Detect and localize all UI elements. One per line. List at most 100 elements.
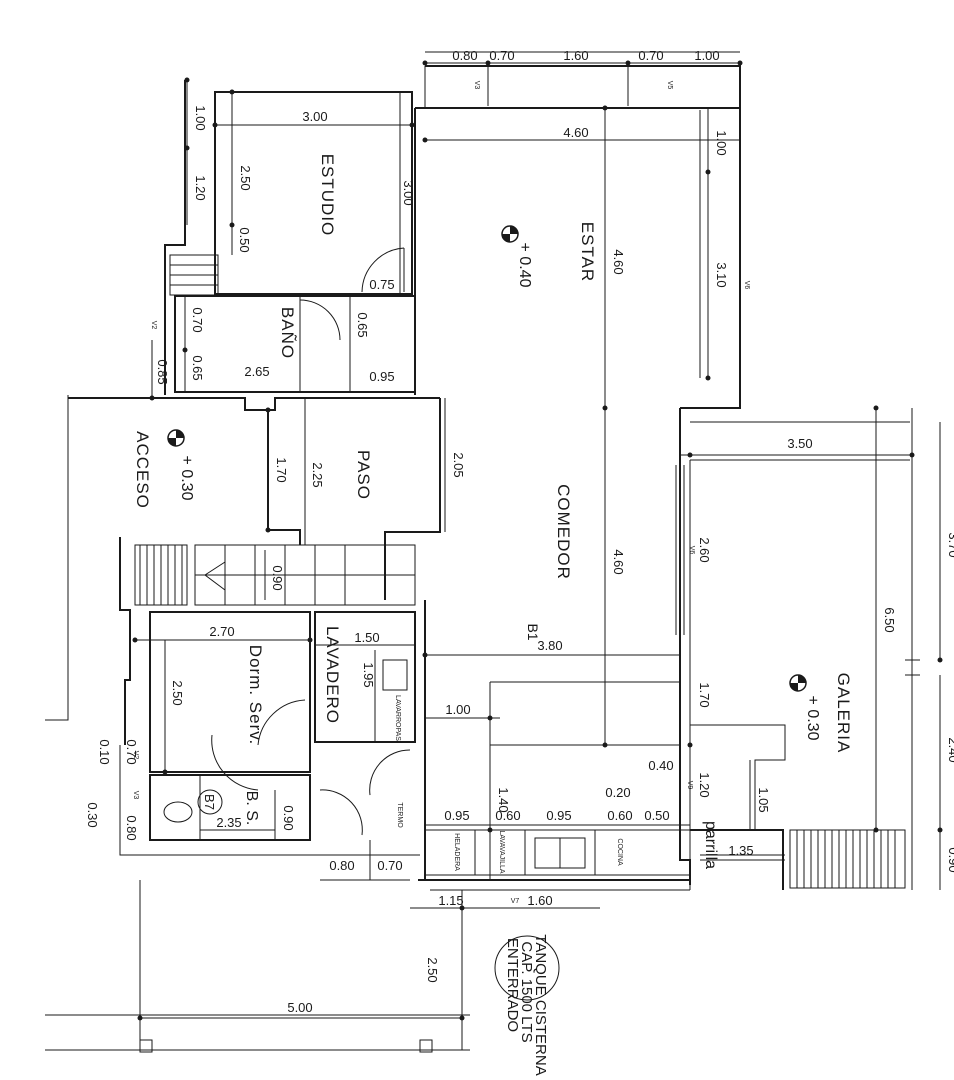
room-label-estudio: ESTUDIO [318,154,337,237]
dim-label: 0.90 [946,847,954,872]
dim-label: 0.70 [377,858,402,873]
dim-label: 1.15 [438,893,463,908]
appliance-label: COCINA [616,838,623,866]
dim-label: 2.70 [209,624,234,639]
dim-label: 0.95 [444,808,469,823]
walls [45,51,920,1053]
window-label: V2 [150,321,157,330]
dimension-labels: 0.80 0.70 1.60 0.70 1.00 3.00 4.60 0.75 … [85,48,954,1015]
dim-label: 1.60 [527,893,552,908]
room-label-lavadero: LAVADERO [323,626,342,724]
dim-label: 1.20 [193,175,208,200]
dim-label: 2.50 [170,680,185,705]
dim-label: 1.70 [274,457,289,482]
tank-label-line-2: CAP. 1500 LTS [518,941,535,1042]
room-label-bano: BAÑO [278,307,297,359]
window-labels: V3 V5 V6 V2 V6 V9 V3 V2 V7 [132,81,750,905]
dim-label: 1.00 [714,130,729,155]
level-marker-icon [501,225,519,243]
window-label: V2 [132,751,139,760]
room-label-acceso: ACCESO [133,431,152,509]
level-marker-icon [167,429,185,447]
level-marker-icon [789,674,807,692]
tank-label-line-3: ENTERRADO [504,938,521,1032]
dim-label: 2.05 [451,452,466,477]
room-label-estar: ESTAR [578,222,597,282]
appliance-label: HELADERA [453,833,460,871]
dim-label: 0.65 [355,312,370,337]
room-label-bs: B. S. [243,791,260,826]
level-marker-icons [167,225,807,1001]
dim-label: 6.50 [882,607,897,632]
level-acceso: + 0.30 [178,456,195,501]
window-label: V9 [686,781,693,790]
dim-label: 1.35 [728,843,753,858]
dim-label: 0.40 [648,758,673,773]
room-labels: ESTUDIO ESTAR BAÑO PASO ACCESO COMEDOR L… [133,154,853,1076]
room-label-comedor: COMEDOR [554,484,573,580]
dimension-markers [132,60,943,1021]
dim-label: 2.40 [946,737,954,762]
dim-label: 1.95 [361,662,376,687]
dim-label: 0.95 [546,808,571,823]
level-labels: + 0.40 + 0.30 + 0.30 [178,243,821,741]
appliance-label: LAVAVAJILLA [498,830,505,873]
dim-label: 0.80 [329,858,354,873]
dim-label: 0.80 [124,815,139,840]
doors [211,247,411,836]
dim-label: 0.90 [281,805,296,830]
dim-label: 0.80 [452,48,477,63]
appliance-label: TERMO [396,802,403,828]
dim-label: 1.20 [697,772,712,797]
tags: B1 B7 [202,623,541,810]
dim-label: 1.00 [694,48,719,63]
dim-label: 1.70 [697,682,712,707]
appliance-label: LAVARROPAS [394,695,401,741]
dim-label: 4.60 [563,125,588,140]
dim-label: 3.70 [946,532,954,557]
window-label: V6 [688,546,695,555]
window-label: V5 [666,81,673,90]
dim-label: 5.00 [287,1000,312,1015]
room-label-galeria: GALERIA [834,673,853,754]
dim-label: 2.35 [216,815,241,830]
window-label: V3 [132,791,139,800]
level-estar: + 0.40 [516,243,533,288]
dim-label: 3.50 [787,436,812,451]
dim-label: 0.50 [237,227,252,252]
room-label-paso: PASO [354,450,373,500]
dim-label: 4.60 [611,249,626,274]
tag-b7: B7 [202,794,217,810]
dim-label: 2.25 [310,462,325,487]
dim-label: 0.20 [605,785,630,800]
dim-label: 1.00 [445,702,470,717]
dim-label: 2.65 [244,364,269,379]
dim-label: 3.00 [401,180,416,205]
dim-label: 0.70 [190,307,205,332]
dim-label: 0.60 [607,808,632,823]
b7-tag-circle-icon [197,789,223,815]
dim-label: 2.60 [697,537,712,562]
dim-label: 3.00 [302,109,327,124]
dim-label: 2.50 [238,165,253,190]
level-galeria: + 0.30 [804,696,821,741]
window-label: V7 [511,898,520,905]
dim-label: 1.60 [563,48,588,63]
dim-label: 0.65 [190,355,205,380]
dim-label: 1.50 [354,630,379,645]
dim-label: 1.05 [756,787,771,812]
tank-label-line-1: TANQUE CISTERNA [532,934,549,1075]
dim-label: 0.85 [155,359,170,384]
dim-label: 3.10 [714,262,729,287]
dim-label: 0.75 [369,277,394,292]
window-label: V3 [473,81,480,90]
dim-label: 2.50 [425,957,440,982]
dim-label: 1.00 [193,105,208,130]
appliance-labels: TERMO HELADERA LAVAVAJILLA COCINA LAVARR… [394,695,623,874]
room-label-dorm-serv: Dorm. Serv. [246,645,265,745]
dim-label: 0.30 [85,802,100,827]
tank-circle-icon [494,935,560,1001]
room-label-parrilla: parrilla [702,821,719,869]
dim-label: 0.60 [495,808,520,823]
